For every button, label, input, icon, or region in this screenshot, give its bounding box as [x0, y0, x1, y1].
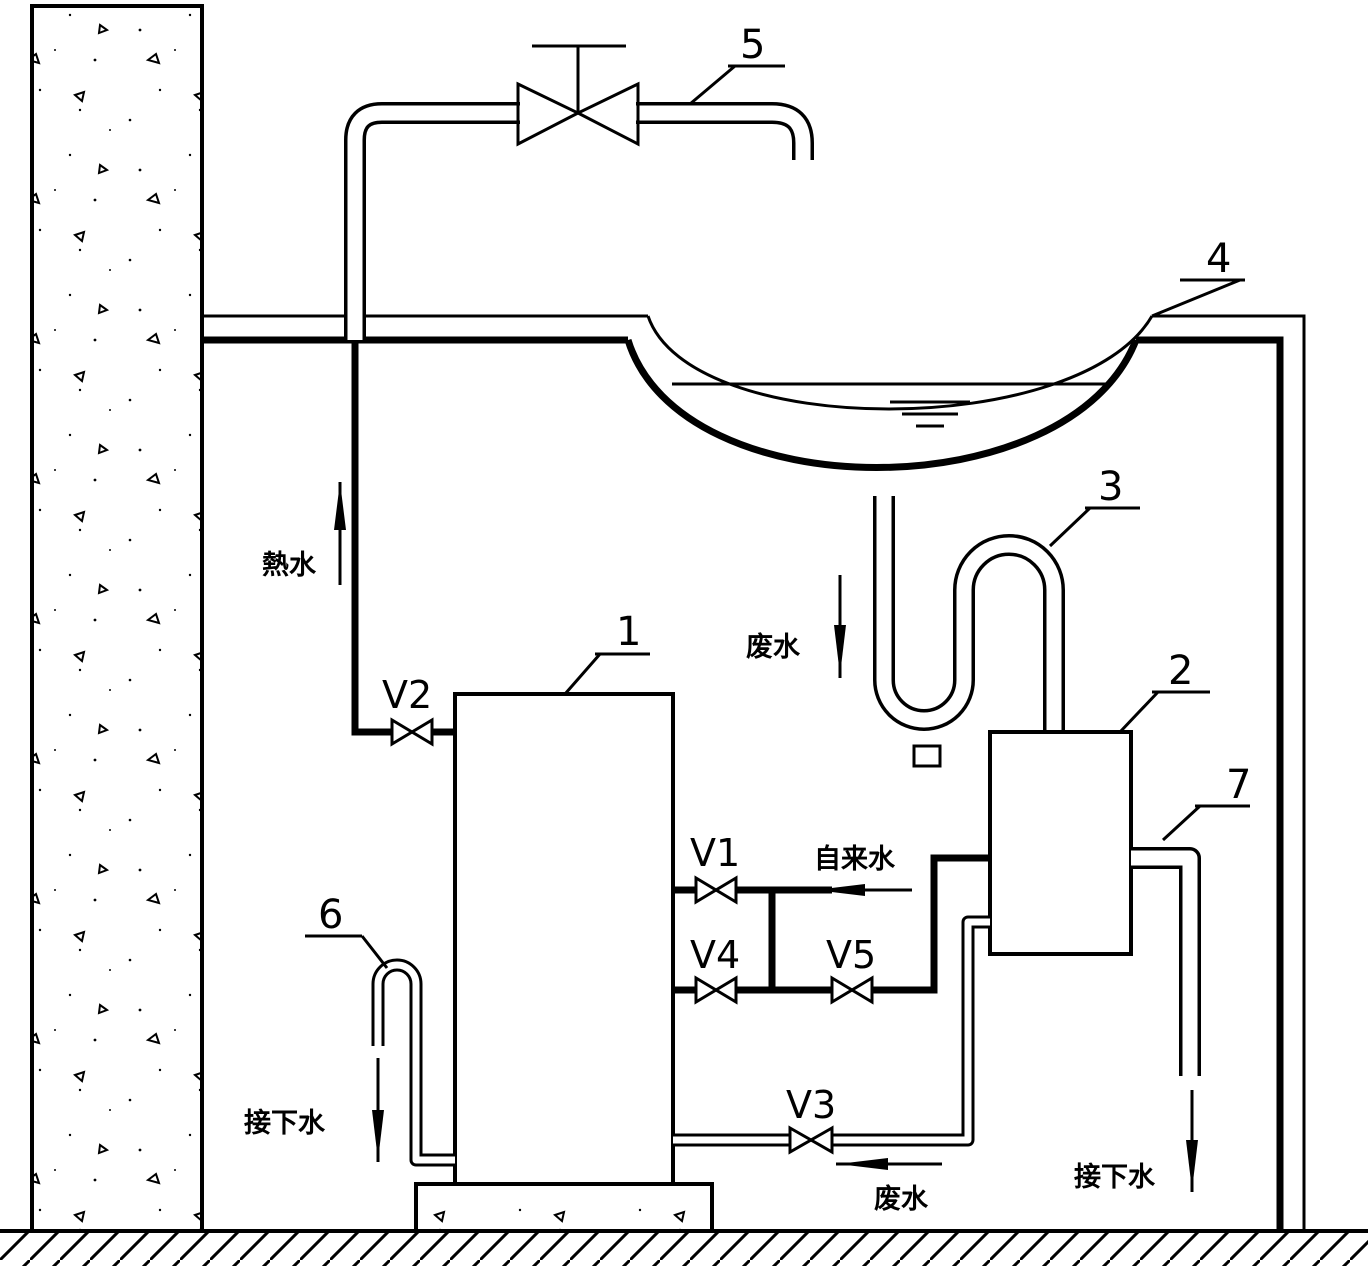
- water-heater-1: [453, 652, 675, 1186]
- label-component-4: 4: [1206, 236, 1231, 282]
- concrete-wall: [30, 4, 204, 1233]
- label-receive-water-right: 接下水: [1074, 1162, 1156, 1193]
- label-component-2: 2: [1168, 648, 1193, 694]
- flow-arrow-hot-water: [334, 482, 346, 585]
- label-component-6: 6: [318, 892, 343, 938]
- label-valve-v5: V5: [826, 933, 876, 977]
- heater-base: [414, 1182, 714, 1233]
- pipe-6: [305, 934, 455, 1167]
- valve-v4: [694, 975, 738, 1005]
- ground: [0, 1229, 1368, 1266]
- label-receive-water-left: 接下水: [244, 1108, 326, 1139]
- label-valve-v2: V2: [382, 673, 432, 717]
- faucet-5: [344, 44, 814, 340]
- label-component-5: 5: [740, 22, 765, 68]
- flow-arrow-waste-bottom: [836, 1158, 942, 1170]
- label-waste-water-sink: 废水: [746, 631, 801, 663]
- label-tap-water: 自来水: [814, 843, 896, 875]
- valve-v5: [830, 975, 874, 1005]
- valve-v3: [788, 1125, 834, 1155]
- label-waste-water-bottom: 废水: [874, 1183, 929, 1215]
- label-valve-v4: V4: [690, 933, 740, 977]
- device-2: [988, 690, 1210, 956]
- pipe-7: [1131, 804, 1250, 1076]
- label-component-3: 3: [1098, 464, 1123, 510]
- flow-arrow-receive-right: [1186, 1090, 1198, 1192]
- label-valve-v3: V3: [786, 1083, 836, 1127]
- counter-4: [202, 278, 1306, 1231]
- valve-v1: [694, 875, 738, 905]
- sink-basin: [646, 315, 1154, 411]
- flow-arrow-tap-water: [800, 884, 912, 896]
- drain-trap-3: [873, 496, 1140, 768]
- label-component-7: 7: [1226, 762, 1251, 808]
- flow-arrow-receive-left: [372, 1058, 384, 1162]
- water-level-symbol: [890, 400, 970, 428]
- label-hot-water: 熱水: [262, 550, 317, 581]
- flow-arrow-waste-sink: [834, 575, 846, 678]
- valve-v2: [390, 717, 434, 747]
- label-component-1: 1: [616, 609, 641, 655]
- label-valve-v1: V1: [690, 831, 740, 875]
